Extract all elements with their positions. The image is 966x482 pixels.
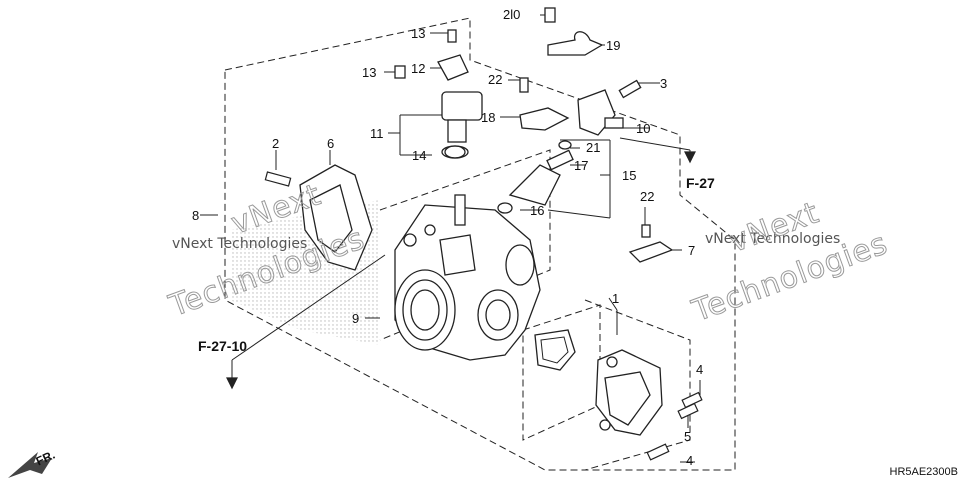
ref-f27: F-27 (686, 175, 715, 191)
label-12: 12 (411, 61, 426, 76)
label-17: 17 (574, 158, 589, 173)
reference-arrows (226, 151, 696, 390)
gasket (534, 329, 576, 371)
clamp-19 (544, 7, 604, 56)
bracket-7 (628, 224, 674, 263)
label-9: 9 (352, 311, 360, 326)
label-21: 21 (586, 140, 601, 155)
bracket-18 (519, 77, 570, 131)
label-14: 14 (412, 148, 427, 163)
label-22-right: 22 (640, 189, 655, 204)
label-2: 2 (272, 136, 280, 151)
label-6: 6 (327, 136, 335, 151)
front-arrow (8, 452, 52, 478)
label-19: 19 (606, 38, 621, 53)
label-4-upper: 4 (696, 362, 704, 377)
regulator-10 (577, 79, 642, 136)
label-8: 8 (192, 208, 200, 223)
label-10: 10 (636, 121, 651, 136)
label-13-upper: 13 (411, 26, 426, 41)
diagram-code: HR5AE2300B (889, 466, 959, 478)
injector-15 (497, 140, 574, 214)
throttle-body (394, 194, 541, 361)
injector-assembly (394, 29, 483, 159)
watermark-left-small: vNext Technologies (172, 236, 308, 252)
label-16: 16 (530, 203, 545, 218)
o-ring-14 (441, 145, 469, 159)
label-4-lower: 4 (686, 453, 694, 468)
sensor-bolts (646, 391, 703, 461)
watermark-right-small: vNext Technologies (705, 231, 841, 247)
sensor-unit (595, 349, 663, 436)
bolt-2 (264, 171, 292, 187)
label-5: 5 (684, 429, 692, 444)
gasket-inner (540, 336, 569, 364)
label-22-upper: 22 (488, 72, 503, 87)
label-7: 7 (688, 243, 696, 258)
label-18: 18 (481, 110, 496, 125)
label-1: 1 (612, 291, 620, 306)
ref-f27-10: F-27-10 (198, 338, 248, 354)
label-3: 3 (660, 76, 668, 91)
label-13-lower: 13 (362, 65, 377, 80)
label-15: 15 (622, 168, 637, 183)
cover-bracket (299, 164, 373, 271)
label-11: 11 (370, 126, 384, 141)
label-20: 2l0 (503, 7, 521, 22)
